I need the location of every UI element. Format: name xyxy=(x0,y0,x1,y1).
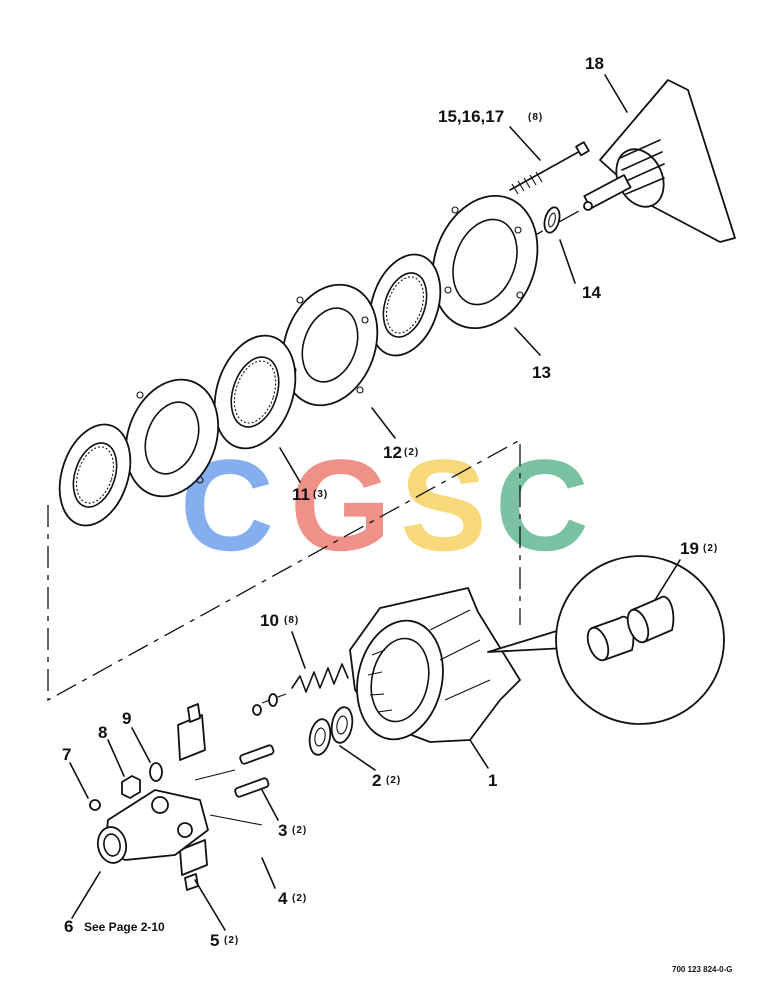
label-1: 1 xyxy=(488,771,497,790)
label-13: 13 xyxy=(532,363,551,382)
part-14-washer xyxy=(543,206,561,234)
part-8-nut xyxy=(121,775,141,799)
part-13-separator-plate xyxy=(431,194,539,330)
part-19-detail-bubble xyxy=(555,555,725,725)
label-5: 5 xyxy=(210,931,219,950)
label-18: 18 xyxy=(585,54,604,73)
label-2: 2 xyxy=(372,771,381,790)
label-5-qty: (2) xyxy=(224,935,239,946)
drawing-code: 700 123 824-0-G xyxy=(672,965,733,974)
label-11-qty: (3) xyxy=(313,489,328,500)
friction-disc-front xyxy=(58,423,132,527)
label-12: 12 xyxy=(383,443,402,462)
label-15-16-17-qty: (8) xyxy=(528,112,543,123)
label-2-qty: (2) xyxy=(386,775,401,786)
part-6-yoke xyxy=(96,789,209,864)
label-15-16-17: 15,16,17 xyxy=(438,107,504,126)
label-11: 11 xyxy=(292,485,310,504)
part-9-washer xyxy=(149,762,163,782)
label-6-note: See Page 2-10 xyxy=(84,920,165,934)
part-7-screw xyxy=(89,799,101,811)
assembly-frame-line xyxy=(47,438,521,702)
callout-labels: 18 15,16,17 (8) 14 13 12 (2) 11 (3) 19 (… xyxy=(62,54,733,974)
label-7: 7 xyxy=(62,745,71,764)
part-3-pins xyxy=(194,744,275,826)
label-6: 6 xyxy=(64,917,73,936)
label-4: 4 xyxy=(278,889,288,908)
label-19-qty: (2) xyxy=(703,543,718,554)
watermark-letter-g: G xyxy=(290,432,391,578)
label-9: 9 xyxy=(122,709,131,728)
part-2-washers xyxy=(308,706,354,756)
watermark-letter-c2: C xyxy=(495,432,589,578)
label-3-qty: (2) xyxy=(292,825,307,836)
part-12-separator-plate xyxy=(281,283,379,407)
part-11-friction-disc xyxy=(213,334,297,450)
leader-lines xyxy=(69,74,681,931)
part-15-16-17-bolt xyxy=(509,141,590,195)
watermark-letter-s: S xyxy=(400,432,487,578)
watermark: C G S C xyxy=(180,432,589,578)
part-1-hub-housing xyxy=(349,587,567,743)
label-8: 8 xyxy=(98,723,107,742)
label-10: 10 xyxy=(260,611,279,630)
label-3: 3 xyxy=(278,821,287,840)
label-14: 14 xyxy=(582,283,601,302)
friction-disc-upper xyxy=(368,253,442,357)
label-19: 19 xyxy=(680,539,699,558)
separator-plate-lower xyxy=(124,378,220,498)
label-4-qty: (2) xyxy=(292,893,307,904)
label-10-qty: (8) xyxy=(284,615,299,626)
part-10-spring xyxy=(252,663,349,716)
label-12-qty: (2) xyxy=(404,447,419,458)
part-18-flange xyxy=(583,79,736,243)
